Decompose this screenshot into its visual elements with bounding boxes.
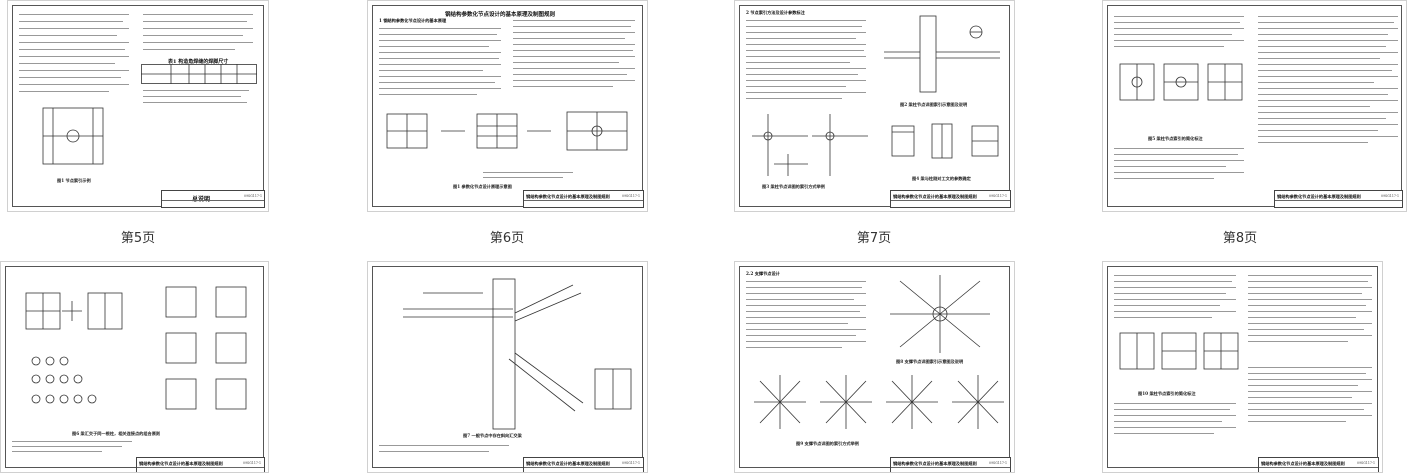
title-block: 钢结构参数化节点设计的基本原理及制图规则 09SG117-1 <box>523 457 644 472</box>
page-thumbnail-10[interactable]: 图7 一般节点中存在斜向汇交梁 钢结构参数化节点设计的基本原理及制图规则 09S… <box>367 261 648 473</box>
table-heading: 表1 构造角焊缝的焊脚尺寸 <box>168 59 229 65</box>
drawing-frame: 2 节点索引方法及设计参数标注 <box>739 5 1011 208</box>
weld-size-table <box>141 64 257 84</box>
figure-caption: 图6 梁汇交于同一根柱，相关连接点的组合原则 <box>72 431 161 436</box>
drawing-frame: 图6 梁汇交于同一根柱，相关连接点的组合原则 钢结构参数化节点设计的基本原理及制… <box>5 266 265 472</box>
title-block-code: 09SG117-1 <box>622 461 640 465</box>
page-thumbnail-12[interactable]: 图10 梁柱节点索引的简化标注 钢结构参数化节点设计的基本原理及制图规则 09S… <box>1102 261 1383 473</box>
title-block: 钢结构参数化节点设计的基本原理及制图规则 09SG117-1 <box>890 457 1011 472</box>
beam-column-index-drawing <box>884 15 1000 93</box>
title-block: 钢结构参数化节点设计的基本原理及制图规则 09SG117-1 <box>1258 457 1379 472</box>
figure-caption: 图7 一般节点中存在斜向汇交梁 <box>463 433 522 438</box>
figure-caption: 图1 节点索引示例 <box>57 178 91 183</box>
beam-combination-drawing <box>25 286 247 410</box>
title-block: 钢结构参数化节点设计的基本原理及制图规则 09SG117-1 <box>890 190 1011 208</box>
page-label-7: 第7页 <box>856 231 892 246</box>
simplified-node-index-drawing <box>1119 332 1239 370</box>
page-thumbnail-9[interactable]: 图6 梁汇交于同一根柱，相关连接点的组合原则 钢结构参数化节点设计的基本原理及制… <box>0 261 269 473</box>
title-block-code: 09SG117-1 <box>244 194 262 198</box>
oblique-beam-node-drawing <box>403 278 632 430</box>
title-block-code: 09SG117-1 <box>243 461 261 465</box>
drawing-frame: 2.2 支撑节点设计 图 <box>739 266 1011 472</box>
title-block: 钢结构参数化节点设计的基本原理及制图规则 09SG117-1 <box>523 190 644 208</box>
section-heading: 2 节点索引方法及设计参数标注 <box>746 10 805 15</box>
title-block-code: 09SG117-1 <box>622 194 640 198</box>
page-heading: 钢结构参数化节点设计的基本原理及制图规则 <box>445 12 556 18</box>
title-block-code: 09SG117-1 <box>1357 461 1375 465</box>
node-index-example-drawing <box>42 107 104 165</box>
title-block-code: 09SG117-1 <box>989 461 1007 465</box>
title-block: 总说明 09SG117-1 <box>161 190 265 208</box>
title-block-title: 钢结构参数化节点设计的基本原理及制图规则 <box>139 461 223 466</box>
figure-caption: 图2 梁柱节点详图索引示意图及说明 <box>900 102 968 107</box>
title-block-title: 钢结构参数化节点设计的基本原理及制图规则 <box>893 461 977 466</box>
drawing-frame: 钢结构参数化节点设计的基本原理及制图规则 1 钢结构参数化节点设计的基本原理 <box>372 5 644 208</box>
figure-caption: 图9 支撑节点详图的索引方式举例 <box>796 441 859 446</box>
drawing-frame: 图10 梁柱节点索引的简化标注 钢结构参数化节点设计的基本原理及制图规则 09S… <box>1107 266 1379 472</box>
page-thumbnail-6[interactable]: 钢结构参数化节点设计的基本原理及制图规则 1 钢结构参数化节点设计的基本原理 <box>367 0 648 212</box>
figure-caption: 图5 梁柱节点索引的简化标注 <box>1148 136 1203 141</box>
figure-caption: 图8 支撑节点详图索引示意图及说明 <box>896 359 964 364</box>
figure-caption: 图1 参数化节点设计原理示意图 <box>453 184 512 189</box>
section-heading: 2.2 支撑节点设计 <box>746 271 780 276</box>
title-block-title: 钢结构参数化节点设计的基本原理及制图规则 <box>526 461 610 466</box>
beam-column-index-examples <box>752 114 868 176</box>
figure-caption: 图3 梁柱节点详图的索引方式举例 <box>762 184 825 189</box>
title-block: 钢结构参数化节点设计的基本原理及制图规则 09SG117-1 <box>136 457 265 472</box>
figure-caption: 图4 梁与柱刚对工文的参数确定 <box>912 176 971 181</box>
page-label-8: 第8页 <box>1222 231 1258 246</box>
title-block-title: 钢结构参数化节点设计的基本原理及制图规则 <box>1277 194 1361 199</box>
title-block-title: 钢结构参数化节点设计的基本原理及制图规则 <box>893 194 977 199</box>
section-heading: 1 钢结构参数化节点设计的基本原理 <box>379 18 447 23</box>
brace-node-index-examples <box>754 375 1004 429</box>
figure-caption: 图10 梁柱节点索引的简化标注 <box>1138 391 1196 396</box>
parametric-principle-drawing <box>386 111 628 151</box>
drawing-frame: 图5 梁柱节点索引的简化标注 钢结构参数化节点设计的基本原理及制图规则 09SG… <box>1107 5 1403 208</box>
drawing-frame: 图7 一般节点中存在斜向汇交梁 钢结构参数化节点设计的基本原理及制图规则 09S… <box>372 266 644 472</box>
title-block-code: 09SG117-1 <box>989 194 1007 198</box>
title-block-code: 09SG117-1 <box>1381 194 1399 198</box>
title-block-title: 钢结构参数化节点设计的基本原理及制图规则 <box>1261 461 1345 466</box>
page-label-5: 第5页 <box>120 231 156 246</box>
page-thumbnail-11[interactable]: 2.2 支撑节点设计 图 <box>734 261 1015 473</box>
title-block-title: 总说明 <box>192 196 211 203</box>
title-block: 钢结构参数化节点设计的基本原理及制图规则 09SG117-1 <box>1274 190 1403 208</box>
page-thumbnail-5[interactable]: 表1 构造角焊缝的焊脚尺寸 图1 <box>7 0 269 212</box>
drawing-frame: 表1 构造角焊缝的焊脚尺寸 图1 <box>12 5 265 208</box>
beam-column-parameter-drawing <box>891 123 999 159</box>
simplified-index-drawing <box>1119 63 1243 101</box>
page-thumbnail-8[interactable]: 图5 梁柱节点索引的简化标注 钢结构参数化节点设计的基本原理及制图规则 09SG… <box>1102 0 1407 212</box>
page-thumbnail-7[interactable]: 2 节点索引方法及设计参数标注 <box>734 0 1015 212</box>
brace-node-index-drawing <box>890 275 990 353</box>
title-block-title: 钢结构参数化节点设计的基本原理及制图规则 <box>526 194 610 199</box>
page-label-6: 第6页 <box>489 231 525 246</box>
